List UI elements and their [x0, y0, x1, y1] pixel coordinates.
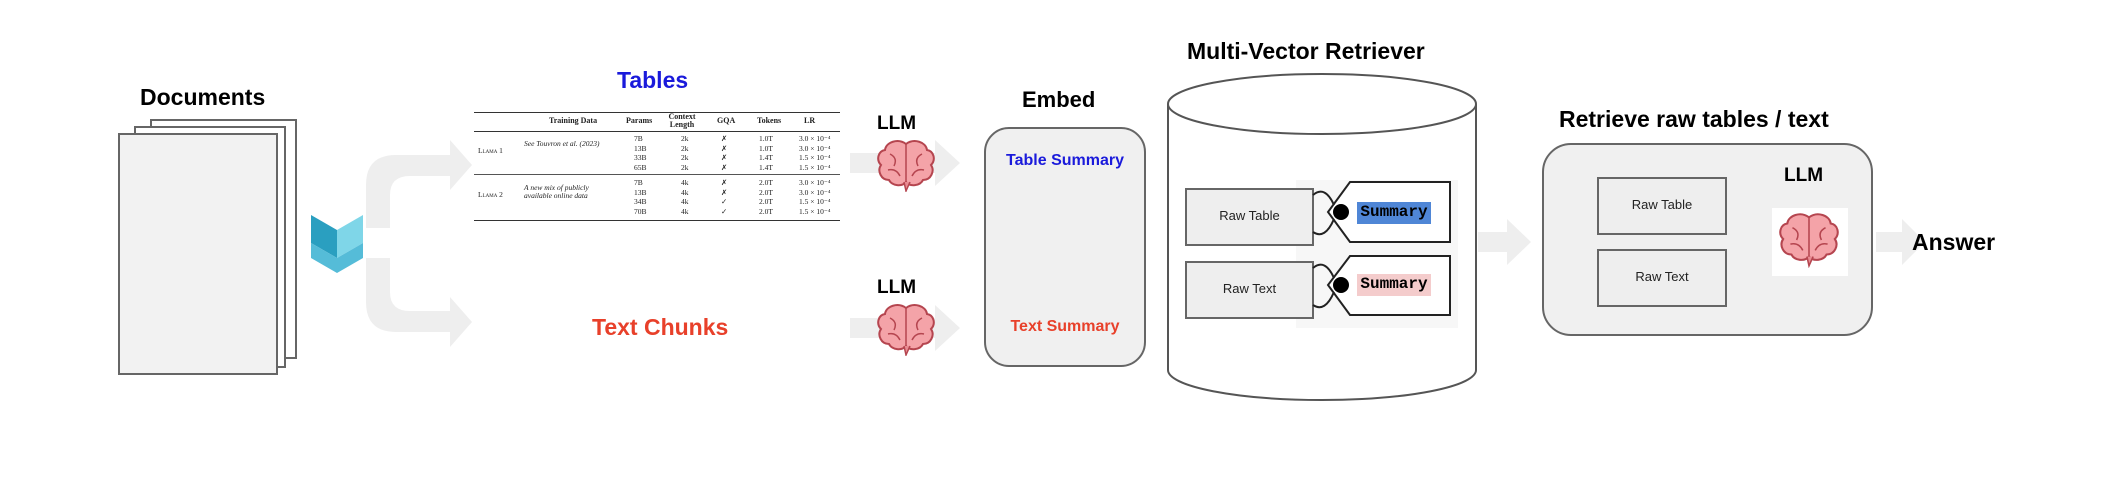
tag-icon: [1312, 181, 1451, 243]
answer-label: Answer: [1912, 229, 1996, 255]
unstructured-logo-icon: [311, 215, 363, 273]
table-cell: ✗: [721, 162, 728, 172]
paper-table-body: Llama 1 See Touvron et al. (2023) 7B 2k ✗ 1.0…: [474, 132, 840, 221]
table-header-cell: Context Length: [668, 112, 696, 129]
table-cell: 34B: [634, 197, 647, 206]
table-cell: 4k: [681, 197, 689, 206]
paper-table: Training Data Params Context Length GQA …: [474, 112, 840, 221]
retrieve-raw-table-label: Raw Table: [1631, 197, 1693, 212]
table-cell: 13B: [634, 187, 647, 197]
arrow-icon: [1876, 219, 1925, 265]
tables-label: Tables: [617, 67, 689, 93]
table-model-cell: Llama 2: [478, 190, 503, 199]
retriever-label: Multi-Vector Retriever: [1187, 38, 1425, 64]
table-cell: 13B: [634, 143, 647, 153]
table-cell: 70B: [634, 206, 647, 216]
table-cell: 1.4T: [759, 153, 773, 162]
text-chunks-label: Text Chunks: [592, 314, 729, 340]
table-cell: 65B: [634, 162, 647, 172]
table-cell: 7B: [634, 178, 643, 187]
table-cell: 1.5 × 10⁻⁴: [799, 197, 831, 206]
table-cell: 1.4T: [759, 162, 773, 172]
table-cell: 2k: [681, 153, 689, 162]
table-header-cell: Params: [626, 116, 653, 125]
table-cell: ✗: [721, 187, 728, 197]
documents-label: Documents: [140, 84, 266, 110]
table-data-cell: A new mix of publicly available online d…: [524, 183, 589, 200]
table-cell: 3.0 × 10⁻⁴: [799, 143, 831, 153]
retrieve-llm-label: LLM: [1784, 165, 1824, 186]
table-cell: 2.0T: [759, 187, 773, 197]
table-cell: ✗: [721, 134, 728, 143]
table-header-cell: LR: [804, 116, 816, 125]
arrow-icon: [1478, 219, 1531, 265]
table-cell: 4k: [681, 178, 689, 187]
raw-table-label: Raw Table: [1219, 208, 1280, 223]
brain-icon: [877, 304, 935, 356]
table-cell: 1.0T: [759, 134, 773, 143]
table-cell: 2.0T: [759, 206, 773, 216]
summary-tag-label: Summary: [1360, 275, 1428, 293]
table-cell: ✗: [721, 143, 728, 153]
table-summary-label: Table Summary: [1006, 152, 1124, 169]
table-cell: 2.0T: [759, 197, 773, 206]
table-header-cell: GQA: [717, 116, 736, 125]
embed-box: [984, 127, 1146, 367]
table-cell: 2k: [681, 162, 689, 172]
brain-icon: [1779, 213, 1839, 268]
table-cell: 1.5 × 10⁻⁴: [799, 153, 831, 162]
table-cell: 7B: [634, 134, 643, 143]
text-summary-label: Text Summary: [1010, 318, 1120, 335]
table-data-cell: See Touvron et al. (2023): [524, 139, 600, 148]
retrieve-raw-text-label: Raw Text: [1635, 269, 1689, 284]
retrieve-label: Retrieve raw tables / text: [1559, 106, 1829, 132]
table-model-cell: Llama 1: [478, 146, 503, 155]
split-arrow-icon: [366, 140, 472, 347]
table-cell: 1.0T: [759, 143, 773, 153]
brain-icon: [877, 140, 935, 192]
table-cell: 3.0 × 10⁻⁴: [799, 187, 831, 197]
paper-table-header: Training Data Params Context Length GQA …: [474, 112, 840, 132]
table-cell: 3.0 × 10⁻⁴: [799, 134, 831, 143]
table-cell: 2k: [681, 143, 689, 153]
raw-text-label: Raw Text: [1222, 281, 1277, 296]
table-cell: 2k: [681, 134, 689, 143]
table-cell: 3.0 × 10⁻⁴: [799, 178, 831, 187]
tag-icon: [1312, 255, 1451, 316]
table-header-cell: Training Data: [549, 116, 598, 125]
document-stack-icon: [118, 119, 297, 375]
table-cell: 33B: [634, 153, 647, 162]
table-cell: ✗: [721, 153, 728, 162]
llm-label: LLM: [877, 113, 917, 134]
table-cell: ✗: [721, 178, 728, 187]
summary-tag-label: Summary: [1360, 203, 1428, 221]
llm-label: LLM: [877, 277, 917, 298]
table-cell: 1.5 × 10⁻⁴: [799, 162, 831, 172]
table-cell: ✓: [721, 197, 728, 206]
table-cell: 4k: [681, 187, 689, 197]
embed-label: Embed: [1022, 87, 1096, 112]
table-cell: 2.0T: [759, 178, 773, 187]
table-cell: 1.5 × 10⁻⁴: [799, 206, 831, 216]
table-divider: [474, 174, 840, 175]
table-cell: ✓: [721, 206, 728, 216]
table-cell: 4k: [681, 206, 689, 216]
table-header-cell: Tokens: [757, 116, 782, 125]
